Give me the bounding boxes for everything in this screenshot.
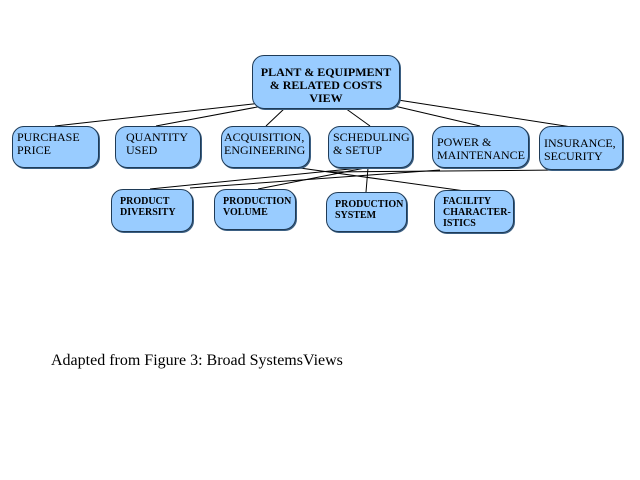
- node-plant-equipment-view: PLANT & EQUIPMENT & RELATED COSTS VIEW: [252, 55, 400, 109]
- node-production-volume: PRODUCTION VOLUME: [214, 189, 296, 230]
- connector-root-insurance: [397, 99, 579, 129]
- node-scheduling-setup: SCHEDULING & SETUP: [328, 126, 413, 168]
- connector-root-quantity: [155, 104, 269, 127]
- connector-scheduling-product: [149, 167, 361, 190]
- node-acquisition-engineering: ACQUISITION, ENGINEERING: [221, 126, 310, 168]
- figure-caption: Adapted from Figure 3: Broad SystemsView…: [51, 352, 343, 369]
- connector-root-power: [389, 104, 481, 127]
- connector-scheduling-volume: [257, 167, 366, 190]
- connector-power-product: [189, 169, 441, 189]
- connector-root-scheduling: [344, 107, 371, 127]
- node-power-maintenance: POWER & MAINTENANCE: [432, 126, 529, 168]
- connector-acquisition-facility: [299, 167, 473, 193]
- node-production-system: PRODUCTION SYSTEM: [326, 192, 407, 232]
- connector-root-acquisition: [265, 107, 286, 127]
- connector-insurance-horizontal: [329, 169, 561, 173]
- node-purchase-price: PURCHASE PRICE: [12, 126, 99, 168]
- node-facility-characteristics: FACILITY CHARACTER- ISTICS: [434, 190, 514, 233]
- node-insurance-security: INSURANCE, SECURITY: [539, 126, 623, 170]
- node-product-diversity: PRODUCT DIVERSITY: [111, 189, 193, 232]
- connector-root-purchase: [54, 102, 263, 127]
- node-quantity-used: QUANTITY USED: [115, 126, 201, 168]
